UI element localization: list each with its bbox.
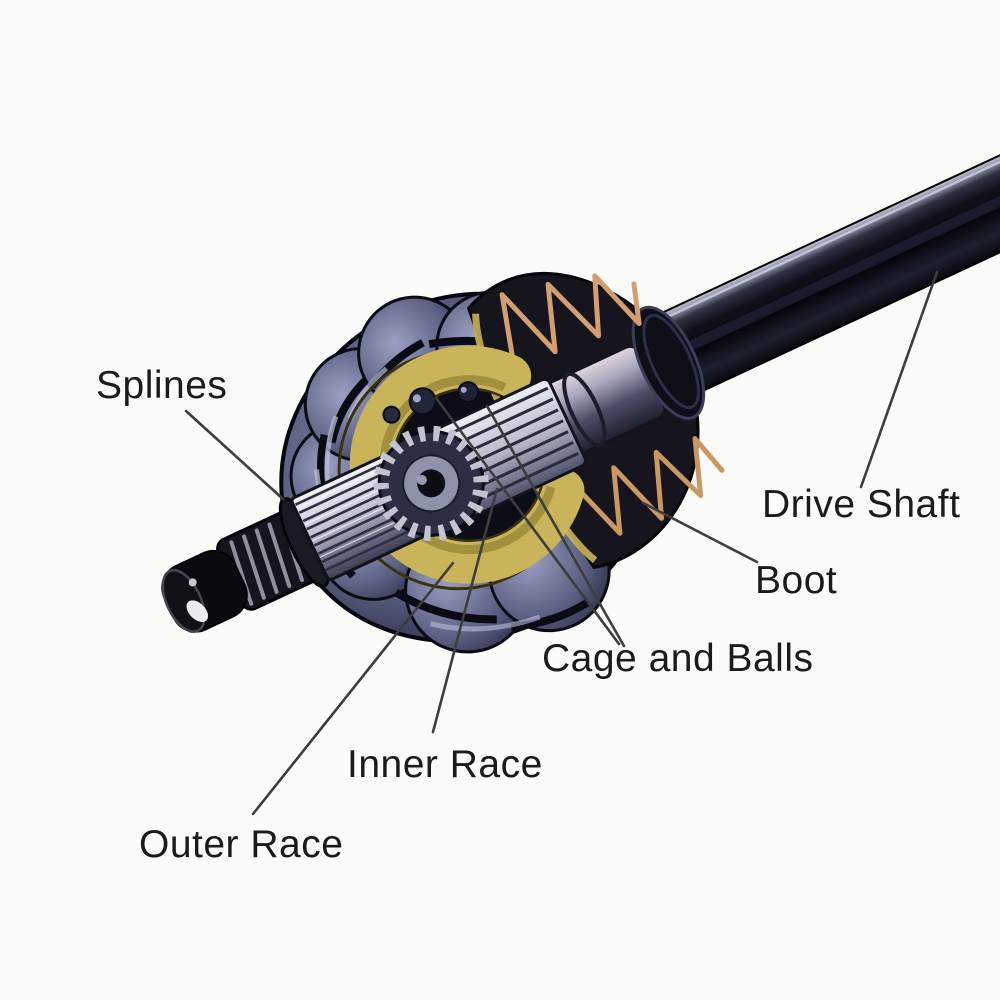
cage-balls-leader-line-1 [434,396,621,646]
drive-shaft-part [652,129,1000,398]
outer-race-leader-line [251,561,455,816]
inner-race-leader-line [431,487,499,734]
label-drive-shaft: Drive Shaft [762,483,961,526]
splines-leader-line [184,409,285,501]
drive-shaft-leader-line [859,270,939,489]
shaft-tip [161,549,248,633]
inner-race-part [373,377,587,541]
label-outer-race: Outer Race [139,823,344,866]
boot-bellows-trim [499,273,725,536]
boot-leader-line [641,501,759,564]
boot-clamp-ring [631,305,706,420]
cage-balls-leader-line-2 [485,404,626,648]
cage-balls [382,381,480,424]
label-splines: Splines [96,364,228,407]
label-inner-race: Inner Race [347,743,543,786]
leader-lines [184,270,939,816]
label-cage-and-balls: Cage and Balls [542,637,814,680]
label-boot: Boot [755,559,838,602]
